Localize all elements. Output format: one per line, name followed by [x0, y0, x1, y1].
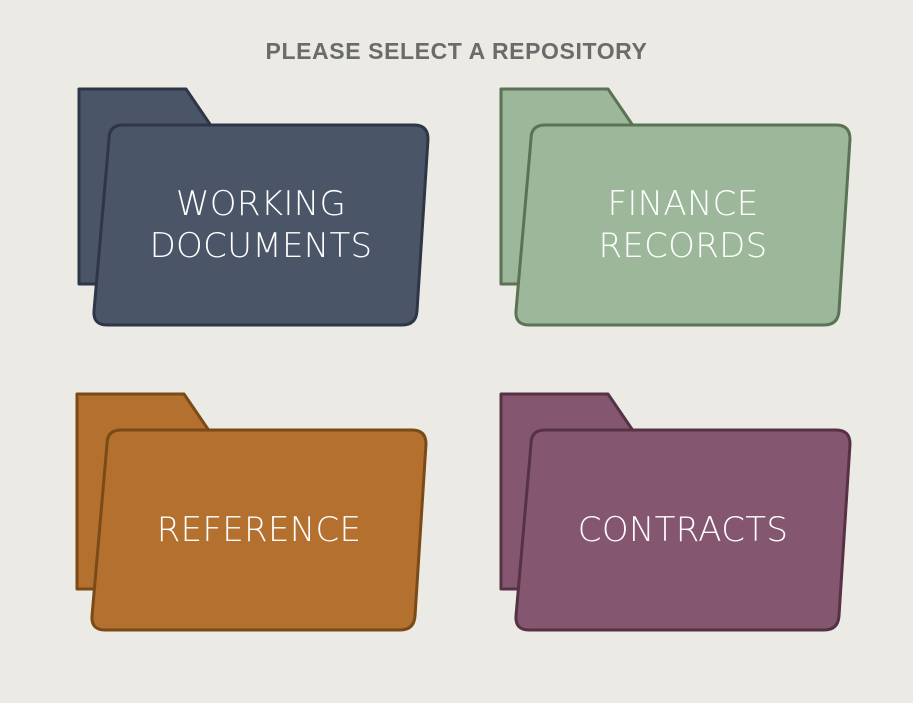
- folder-grid: WORKING DOCUMENTS FINANCE RECORDS REFERE…: [0, 84, 913, 664]
- folder-card-contracts[interactable]: CONTRACTS: [498, 389, 858, 641]
- page-title: PLEASE SELECT A REPOSITORY: [265, 38, 648, 64]
- folder-icon: [499, 392, 852, 632]
- folder-front-shape: [90, 428, 428, 632]
- folder-card-working-documents[interactable]: WORKING DOCUMENTS: [76, 84, 436, 336]
- folder-front-shape: [514, 428, 852, 632]
- folder-icon: [499, 87, 852, 327]
- folder-front-shape: [514, 123, 852, 327]
- folder-card-finance-records[interactable]: FINANCE RECORDS: [498, 84, 858, 336]
- folder-card-reference[interactable]: REFERENCE: [74, 389, 434, 641]
- folder-icon: [75, 392, 428, 632]
- folder-front-shape: [92, 123, 430, 327]
- folder-icon: [77, 87, 430, 327]
